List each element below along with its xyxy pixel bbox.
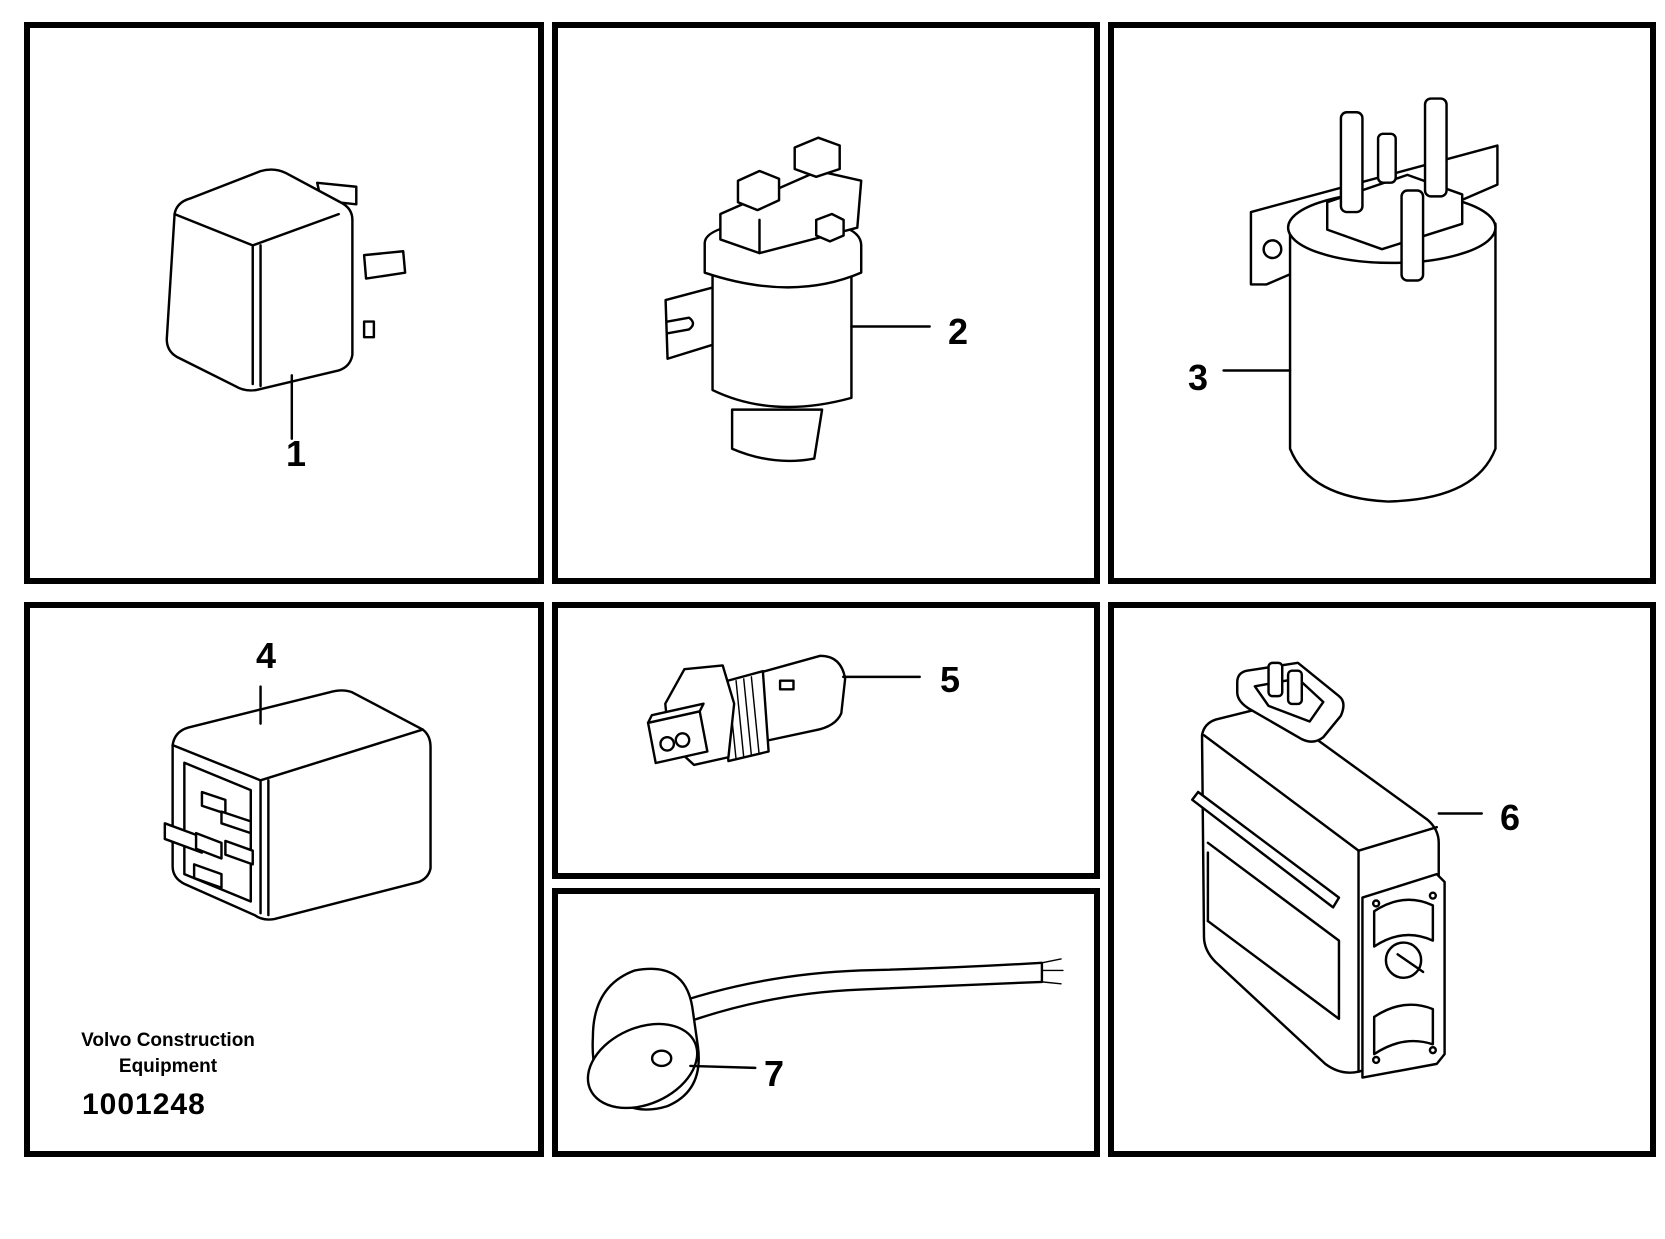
panel-3: 3 — [1108, 22, 1656, 584]
solenoid-valve-icon — [1191, 661, 1483, 1079]
callout-1: 1 — [286, 433, 307, 474]
document-number: 1001248 — [82, 1088, 206, 1121]
callout-3: 3 — [1188, 357, 1209, 398]
callout-5: 5 — [940, 659, 961, 700]
callout-2: 2 — [948, 311, 969, 352]
callout-7: 7 — [764, 1053, 785, 1094]
panel-6: 6 — [1108, 602, 1656, 1157]
credit-line-1: Volvo Construction — [81, 1030, 255, 1051]
panel-2: 2 — [552, 22, 1100, 584]
panel-7: 7 — [552, 888, 1100, 1157]
relay-cube-icon — [165, 168, 407, 441]
panel-4: 4 Volvo Construction Equipment 1001248 — [24, 602, 544, 1157]
relay-with-pins-icon — [163, 685, 432, 921]
callout-6: 6 — [1500, 797, 1521, 838]
ring-sensor-with-cable-icon — [586, 958, 1064, 1111]
panel-1: 1 — [24, 22, 544, 584]
panel-5: 5 — [552, 602, 1100, 879]
temperature-sensor-icon — [646, 654, 921, 767]
solenoid-with-studs-icon — [1222, 97, 1499, 503]
credit-text: Volvo Construction Equipment — [50, 1028, 286, 1080]
starter-solenoid-icon — [664, 136, 931, 463]
callout-4: 4 — [256, 635, 277, 676]
credit-line-2: Equipment — [118, 1056, 218, 1077]
